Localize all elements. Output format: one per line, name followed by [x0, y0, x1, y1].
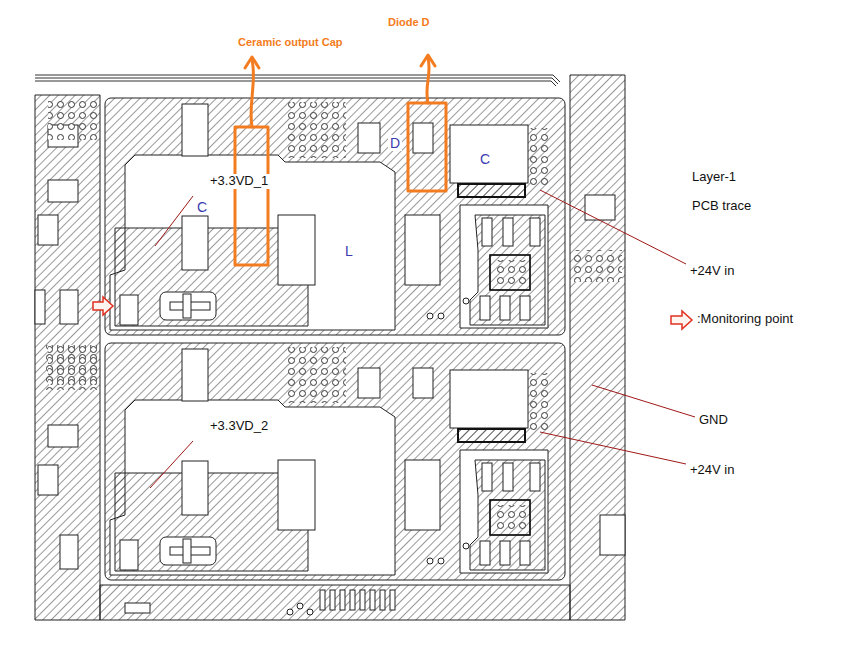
legend-arrow	[671, 311, 692, 329]
layer-label: Layer-1	[692, 170, 736, 185]
component-letter: L	[343, 243, 355, 259]
board-edge	[35, 75, 560, 86]
annotation-label: Ceramic output Cap	[238, 36, 343, 49]
net-label: +3.3VD_1	[208, 174, 270, 189]
annotation	[235, 55, 446, 265]
converter-block	[48, 98, 565, 335]
connector-pins	[125, 590, 395, 615]
monitoring-arrow	[93, 297, 113, 315]
copper-pour	[100, 585, 570, 620]
pad	[600, 515, 625, 555]
gnd-pour	[570, 75, 625, 620]
component-letter: D	[388, 135, 402, 151]
net-label: GND	[699, 413, 728, 428]
converter-block	[48, 343, 565, 580]
component-letter: C	[478, 151, 492, 167]
via-array	[572, 250, 622, 282]
pad	[585, 195, 615, 220]
legend-text: :Monitoring point	[697, 312, 793, 327]
net-label: +3.3VD_2	[208, 419, 270, 434]
layer-label: PCB trace	[692, 199, 751, 214]
component-letter: C	[195, 199, 209, 215]
leader-line	[150, 190, 695, 488]
annotation-label: Diode D	[388, 16, 430, 29]
net-label: +24V in	[690, 264, 734, 279]
net-label: +24V in	[690, 463, 734, 478]
